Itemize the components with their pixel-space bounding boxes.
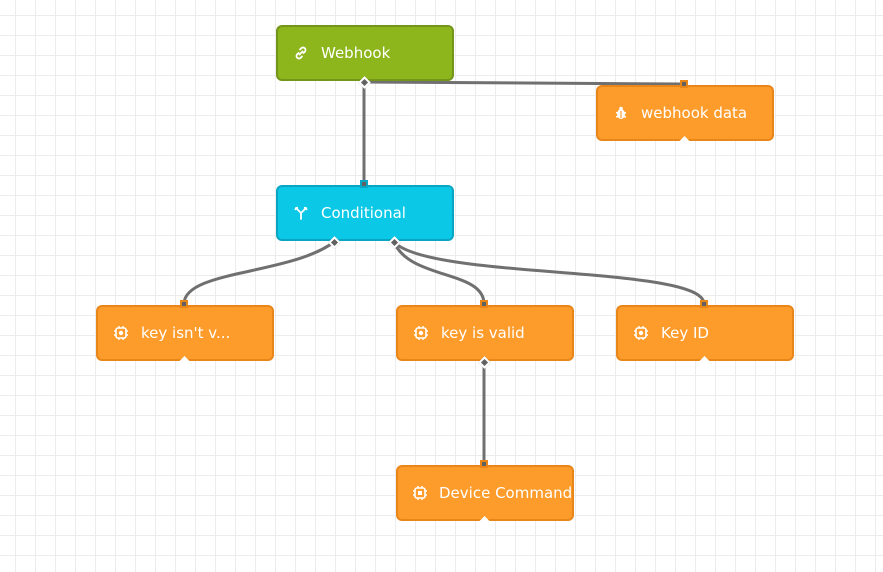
- node-key-valid[interactable]: key is valid: [396, 305, 574, 361]
- node-label: Conditional: [321, 204, 406, 222]
- chip-gear-icon: [412, 324, 430, 342]
- node-label: webhook data: [641, 104, 748, 122]
- input-port[interactable]: [680, 80, 688, 88]
- chip-command-icon: [412, 484, 428, 502]
- wire-conditional-to-key-invalid[interactable]: [182, 240, 335, 305]
- chip-gear-icon: [632, 324, 650, 342]
- link-icon: [292, 44, 310, 62]
- node-label: key isn't v...: [141, 324, 231, 342]
- bug-icon: [612, 104, 630, 122]
- input-port[interactable]: [480, 460, 488, 468]
- input-port[interactable]: [360, 180, 368, 188]
- chip-gear-icon: [112, 324, 130, 342]
- node-webhook[interactable]: Webhook: [276, 25, 454, 81]
- node-key-invalid[interactable]: key isn't v...: [96, 305, 274, 361]
- node-webhook-data[interactable]: webhook data: [596, 85, 774, 141]
- branch-icon: [292, 204, 310, 222]
- node-label: Webhook: [321, 44, 391, 62]
- node-device-command[interactable]: Device Command: [396, 465, 574, 521]
- wire-conditional-to-key-valid[interactable]: [392, 241, 486, 305]
- wire-conditional-to-key-id[interactable]: [392, 240, 706, 305]
- node-conditional[interactable]: Conditional: [276, 185, 454, 241]
- node-label: Key ID: [661, 324, 709, 342]
- node-key-id[interactable]: Key ID: [616, 305, 794, 361]
- wire-webhook-to-webhook-data[interactable]: [363, 80, 685, 86]
- node-label: Device Command: [439, 484, 573, 502]
- input-port[interactable]: [700, 300, 708, 308]
- input-port[interactable]: [480, 300, 488, 308]
- input-port[interactable]: [180, 300, 188, 308]
- node-label: key is valid: [441, 324, 525, 342]
